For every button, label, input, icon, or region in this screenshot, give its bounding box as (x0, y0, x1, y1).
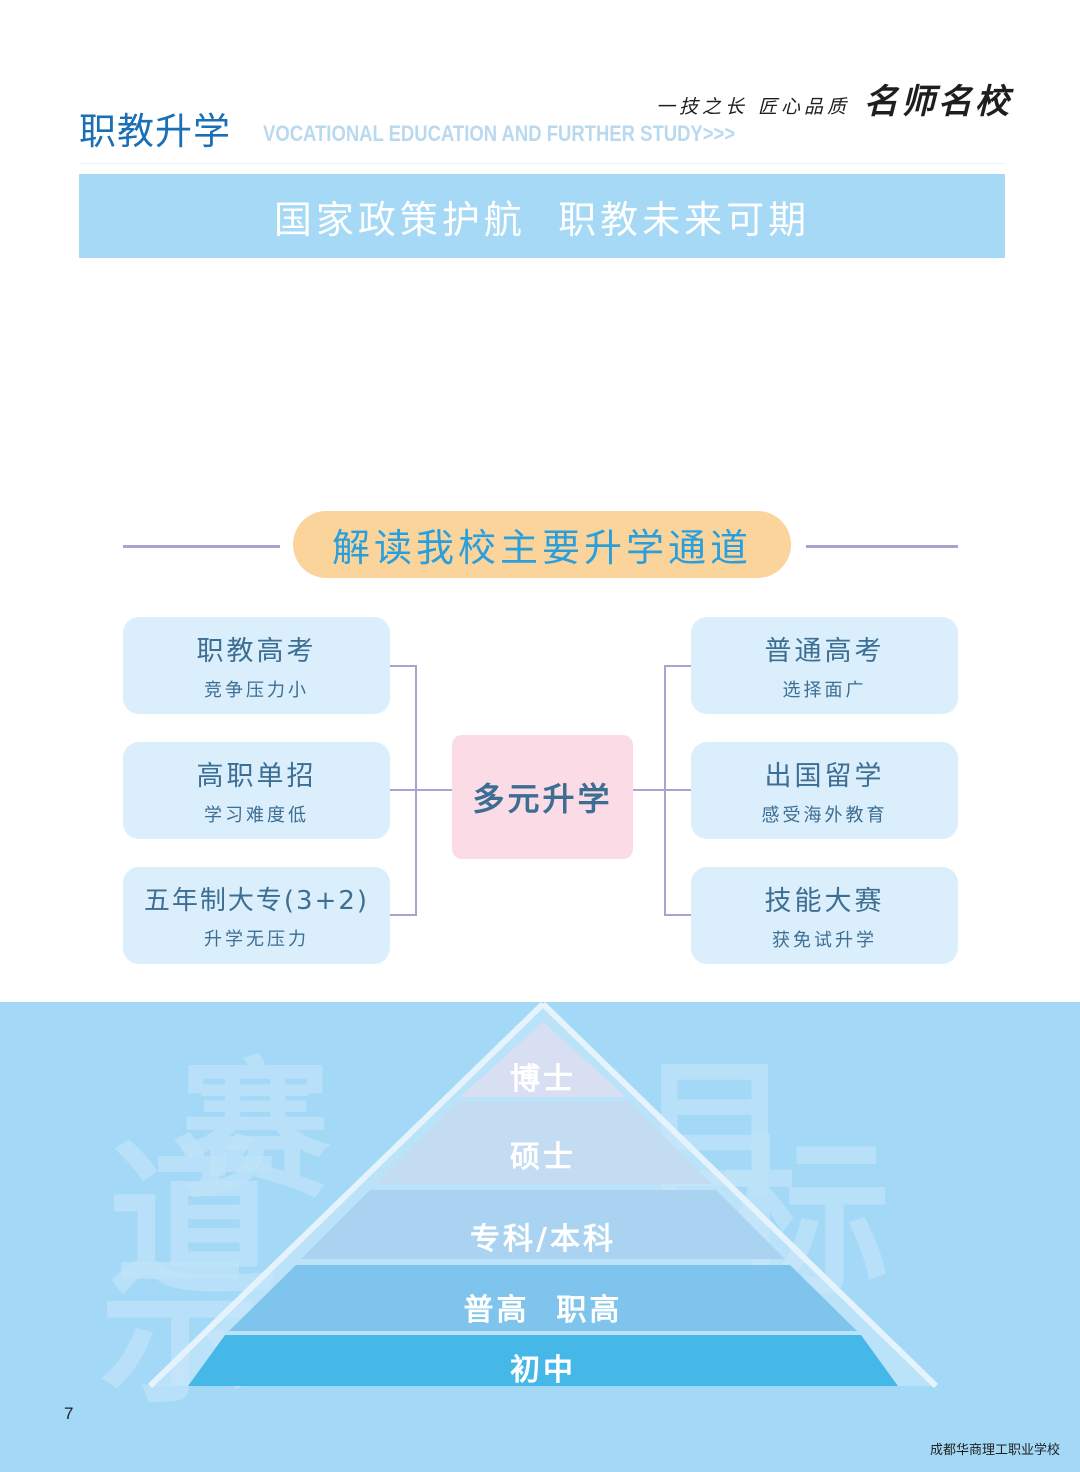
section-title: 职教升学 (79, 110, 231, 153)
channel-subtitle: 选择面广 (782, 680, 867, 701)
pyramid-level-band (374, 1102, 712, 1184)
slogan: 一技之长 匠心品质 名师名校 (632, 74, 1012, 122)
channel-box-vocational-exam: 职教高考 竞争压力小 (123, 617, 390, 714)
channel-box-five-year-college: 五年制大专(3+2) 升学无压力 (123, 867, 390, 964)
pyramid-level-band (301, 1190, 785, 1259)
channel-title: 出国留学 (764, 761, 885, 792)
heading-line-left (123, 545, 280, 548)
channel-title: 普通高考 (764, 636, 885, 667)
slogan-part1: 一技之长 匠心品质 (655, 96, 850, 118)
channel-title: 技能大赛 (764, 886, 885, 917)
center-node-label: 多元升学 (472, 780, 613, 818)
channel-subtitle: 获免试升学 (772, 930, 877, 951)
connector (664, 665, 666, 916)
pyramid-level-label: 硕士 (510, 1140, 576, 1175)
header-divider (79, 163, 1004, 164)
section-subtitle: VOCATIONAL EDUCATION AND FURTHER STUDY>>… (263, 121, 736, 146)
channel-box-study-abroad: 出国留学 感受海外教育 (691, 742, 958, 839)
pyramid-level-band (229, 1265, 857, 1331)
pyramid-graphic (147, 1002, 939, 1389)
channels-heading-text: 解读我校主要升学通道 (331, 526, 752, 570)
channel-title: 五年制大专(3+2) (143, 886, 370, 916)
channel-subtitle: 升学无压力 (204, 929, 309, 950)
bg-word: 赛 (180, 1045, 331, 1219)
channel-subtitle: 感受海外教育 (761, 805, 888, 826)
footer-school-name: 成都华商理工职业学校 (929, 1443, 1060, 1458)
page-number: 7 (64, 1404, 74, 1423)
heading-line-right (806, 545, 958, 548)
connector (664, 665, 691, 667)
channels-heading: 解读我校主要升学通道 (293, 511, 791, 578)
pyramid-edge-left (147, 1002, 546, 1389)
pyramid-edge-right (540, 1002, 939, 1389)
connector (390, 665, 416, 667)
channel-box-single-enrollment: 高职单招 学习难度低 (123, 742, 390, 839)
connector (633, 789, 691, 791)
channel-box-skills-competition: 技能大赛 获免试升学 (691, 867, 958, 964)
pyramid-level-band (460, 1022, 626, 1097)
policy-banner: 国家政策护航 职教未来可期 (79, 174, 1005, 258)
pyramid-level-label: 普高 职高 (463, 1293, 623, 1328)
pyramid-section: 赛 道 示 目 标 博士 硕士 专科/本科 普高 职高 初中 (0, 1002, 1080, 1472)
connector (390, 914, 416, 916)
pyramid-level-label: 专科/本科 (470, 1222, 616, 1257)
channel-title: 高职单招 (196, 761, 317, 792)
pyramid-level-band (188, 1335, 898, 1386)
connector (664, 914, 691, 916)
channel-subtitle: 竞争压力小 (204, 680, 309, 701)
channel-subtitle: 学习难度低 (204, 805, 309, 826)
connector (415, 665, 417, 916)
center-node: 多元升学 (452, 735, 633, 859)
pyramid-level-label: 博士 (510, 1062, 576, 1097)
banner-text: 国家政策护航 职教未来可期 (273, 197, 811, 242)
slogan-part2: 名师名校 (864, 82, 1012, 122)
channel-box-general-exam: 普通高考 选择面广 (691, 617, 958, 714)
connector (390, 789, 452, 791)
channel-title: 职教高考 (196, 636, 317, 667)
pyramid-level-label: 初中 (510, 1353, 576, 1388)
